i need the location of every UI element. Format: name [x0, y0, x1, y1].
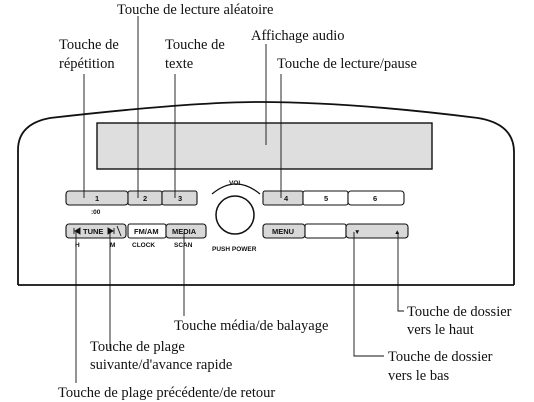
- callout-text-line2: texte: [165, 56, 193, 72]
- media-scan-button[interactable]: [165, 223, 207, 239]
- callout-folder-up-line2: vers le haut: [407, 322, 474, 338]
- tune-label: TUNE: [83, 227, 103, 236]
- callout-folder-up-line1: Touche de dossier: [407, 304, 512, 320]
- track-next-icon: [107, 227, 115, 235]
- callout-shuffle: Touche de lecture aléatoire: [117, 2, 273, 18]
- clock-label: CLOCK: [132, 242, 155, 249]
- callout-folder-down-line1: Touche de dossier: [388, 349, 493, 365]
- media-label: MEDIA: [172, 227, 197, 236]
- callout-media-scan: Touche média/de balayage: [174, 318, 328, 334]
- audio-display-screen: [96, 122, 433, 170]
- fm-am-label: FM/AM: [134, 227, 159, 236]
- callout-play-pause: Touche de lecture/pause: [277, 56, 417, 72]
- preset-3-label: 3: [178, 194, 182, 203]
- volume-label: VOL: [229, 180, 242, 187]
- leader-folder-down: [353, 232, 384, 357]
- preset-2-label: 2: [143, 194, 147, 203]
- menu-label: MENU: [272, 227, 294, 236]
- clock-minutes-label: :00: [91, 209, 101, 216]
- volume-power-knob[interactable]: [215, 195, 255, 235]
- callout-repeat-line1: Touche de: [59, 37, 119, 53]
- minute-label: M: [110, 242, 115, 249]
- preset-4-button[interactable]: [262, 190, 304, 206]
- leader-folder-up: [397, 232, 404, 312]
- tune-track-button[interactable]: [65, 223, 127, 239]
- folder-up-icon[interactable]: ▲: [394, 229, 400, 236]
- radio-housing: [17, 101, 515, 285]
- callout-track-prev: Touche de plage précédente/de retour: [58, 385, 275, 401]
- blank-button[interactable]: [304, 223, 347, 239]
- push-power-label: PUSH POWER: [212, 246, 257, 253]
- scan-label: SCAN: [174, 242, 193, 249]
- tune-divider: [116, 225, 122, 237]
- preset-6-label: 6: [373, 194, 377, 203]
- track-prev-icon: [73, 227, 81, 235]
- volume-arc: [211, 183, 261, 195]
- preset-1-label: 1: [95, 194, 99, 203]
- callout-audio-display: Affichage audio: [251, 28, 345, 44]
- preset-3-button[interactable]: [161, 190, 198, 206]
- preset-4-label: 4: [284, 194, 289, 203]
- callout-repeat-line2: répétition: [59, 56, 115, 72]
- folder-down-icon[interactable]: ▼: [354, 229, 360, 236]
- callout-text-line1: Touche de: [165, 37, 225, 53]
- hour-label: H: [75, 242, 80, 249]
- folder-button[interactable]: [345, 223, 409, 239]
- callout-track-next-line2: suivante/d'avance rapide: [90, 357, 232, 373]
- preset-5-label: 5: [324, 194, 328, 203]
- callout-folder-down-line2: vers le bas: [388, 368, 450, 384]
- callout-track-next-line1: Touche de plage: [90, 339, 185, 355]
- preset-6-button[interactable]: [347, 190, 405, 206]
